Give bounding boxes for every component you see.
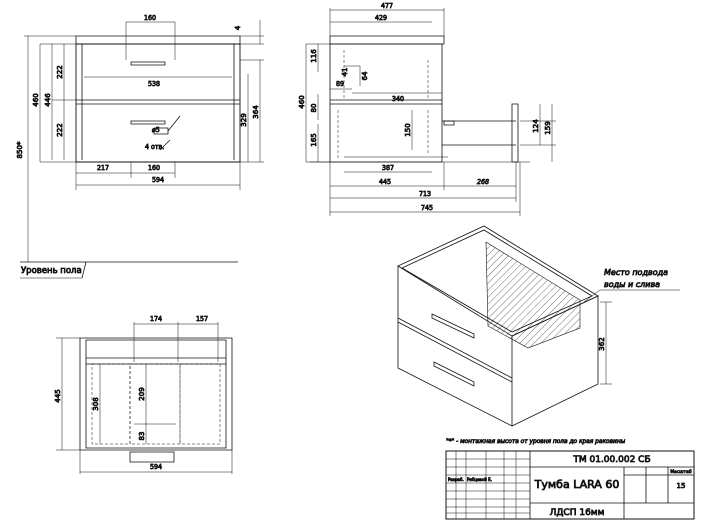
dim-594: 594 <box>152 176 164 184</box>
dim-745: 745 <box>421 204 433 212</box>
dim-387: 387 <box>382 164 394 172</box>
dim-bottom-160: 160 <box>148 164 160 172</box>
dim-4: 4 <box>234 25 242 30</box>
floor-level: 850* Уровень пола <box>16 36 238 278</box>
dim-side-460: 460 <box>298 95 306 108</box>
tb-name: Тумба LARA 60 <box>534 478 620 491</box>
tb-scale-label: Масштаб <box>670 469 692 475</box>
tb-sign-name: Рябцевой Е. <box>467 477 492 482</box>
dim-150: 150 <box>404 123 412 136</box>
dim-446: 446 <box>44 93 52 107</box>
dim-268: 268 <box>477 178 489 186</box>
dim-83: 83 <box>138 432 146 441</box>
dim-222-top: 222 <box>56 65 64 78</box>
dim-89: 89 <box>336 80 344 88</box>
note-line-1: Место подвода <box>604 268 668 277</box>
tb-material: ЛДСП 16мм <box>550 508 605 518</box>
hole-count: 4 отв. <box>145 143 164 151</box>
tb-code: ТМ 01.00.002 СБ <box>572 455 650 465</box>
dim-460: 460 <box>32 93 40 106</box>
dim-209: 209 <box>138 387 146 400</box>
floor-label: Уровень пола <box>21 266 82 276</box>
dim-165: 165 <box>310 133 318 146</box>
side-view: 477 429 89 340 41 64 150 460 116 80 165 … <box>298 2 556 216</box>
dim-157: 157 <box>196 315 208 323</box>
dim-top-160: 160 <box>144 14 156 22</box>
dim-64: 64 <box>361 71 369 80</box>
hole-dia: ⌀5 <box>152 126 160 134</box>
dim-222-bottom: 222 <box>56 123 64 136</box>
dim-429: 429 <box>375 14 387 22</box>
dim-445-top: 445 <box>54 389 62 402</box>
dim-174: 174 <box>150 315 162 323</box>
footnote: "*" - монтажная высота от уровня пола до… <box>446 437 626 445</box>
tb-scale: 15 <box>677 482 686 490</box>
dim-445: 445 <box>379 178 391 186</box>
dim-850: 850* <box>16 141 24 158</box>
dim-364: 364 <box>252 105 260 119</box>
dim-116: 116 <box>310 49 318 63</box>
dim-594-top: 594 <box>150 463 162 471</box>
dim-329: 329 <box>240 113 248 126</box>
dim-340: 340 <box>392 95 404 103</box>
top-view: 174 157 445 308 209 83 594 <box>54 315 232 474</box>
dim-159: 159 <box>544 121 552 134</box>
dim-124: 124 <box>532 119 540 133</box>
dim-41: 41 <box>341 68 349 77</box>
title-block: Разраб. Рябцевой Е. ТМ 01.00.002 СБ Тумб… <box>446 451 694 519</box>
front-view: ⌀5 4 отв. 160 538 217 160 594 460 446 22… <box>32 14 264 190</box>
iso-view: 362 Место подвода воды и слива <box>398 226 680 426</box>
dim-477: 477 <box>381 2 393 10</box>
tb-sign-left: Разраб. <box>448 477 464 482</box>
dim-308: 308 <box>92 397 100 410</box>
note-line-2: воды и слива <box>604 280 660 289</box>
dim-217: 217 <box>97 164 109 172</box>
dim-80: 80 <box>310 104 318 113</box>
dim-362: 362 <box>598 337 606 350</box>
dim-538: 538 <box>148 80 160 88</box>
dim-713: 713 <box>419 190 431 198</box>
